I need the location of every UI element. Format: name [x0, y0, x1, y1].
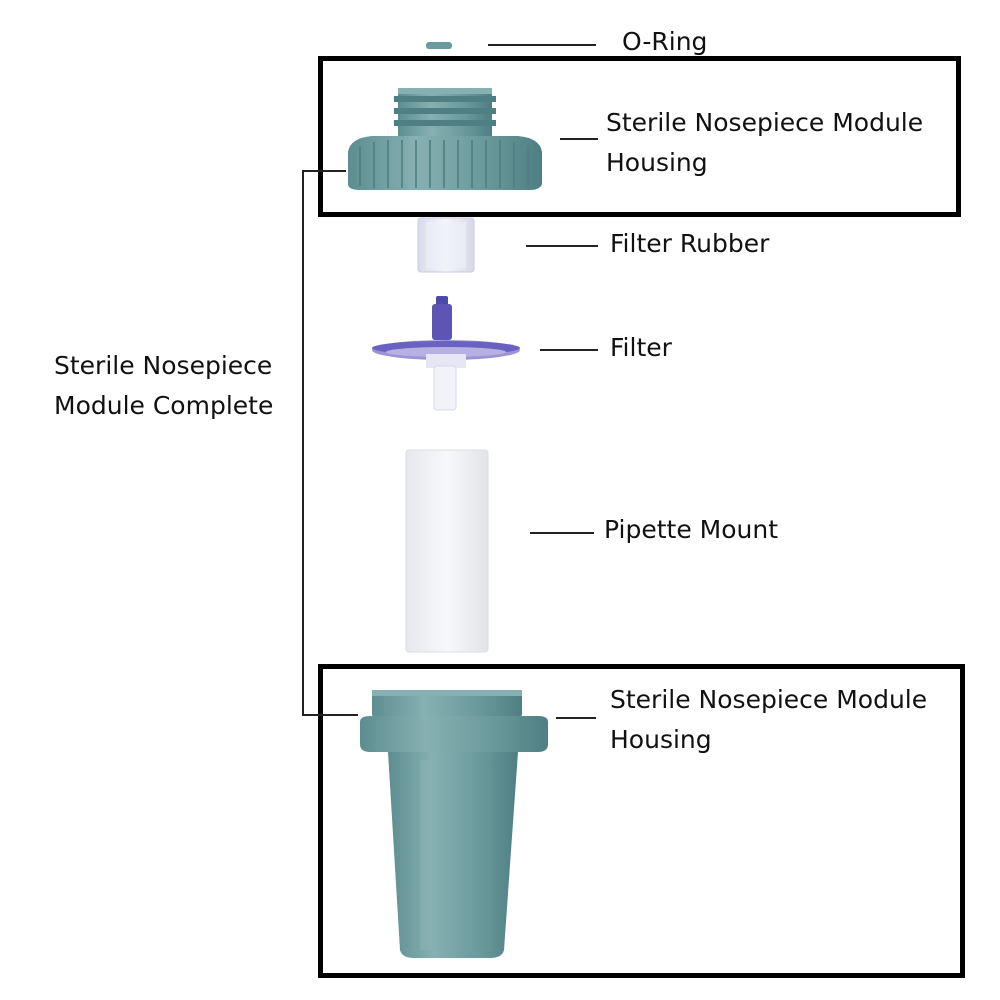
bottom-housing-label: Sterile Nosepiece Module Housing	[610, 680, 927, 760]
pipette-mount-leader	[530, 532, 594, 534]
complete-bracket-top	[302, 170, 346, 172]
bottom-housing-label-line2: Housing	[610, 725, 712, 754]
module-complete-label-line2: Module Complete	[54, 391, 274, 420]
o-ring-icon	[426, 42, 452, 49]
module-complete-label-line1: Sterile Nosepiece	[54, 351, 273, 380]
module-complete-label: Sterile Nosepiece Module Complete	[54, 346, 273, 426]
filter-leader	[540, 349, 598, 351]
filter-rubber-icon	[417, 217, 475, 273]
filter-rubber-leader	[526, 245, 598, 247]
filter-icon	[372, 296, 520, 411]
o-ring-label: O-Ring	[622, 27, 708, 56]
o-ring-leader	[488, 44, 596, 46]
top-housing-label-line1: Sterile Nosepiece Module	[606, 108, 924, 137]
filter-label: Filter	[610, 333, 672, 362]
pipette-mount-label: Pipette Mount	[604, 515, 779, 544]
top-housing-highlight-box	[318, 56, 961, 217]
bottom-housing-label-line1: Sterile Nosepiece Module	[610, 685, 928, 714]
bottom-housing-leader	[556, 717, 596, 719]
top-housing-label: Sterile Nosepiece Module Housing	[606, 103, 923, 183]
filter-rubber-label: Filter Rubber	[610, 229, 770, 258]
complete-bracket	[302, 170, 304, 716]
top-housing-leader	[560, 138, 598, 140]
bottom-housing-highlight-box	[318, 664, 965, 978]
complete-bracket-bottom	[302, 714, 358, 716]
bottom-housing-icon	[360, 690, 548, 958]
pipette-mount-icon	[405, 449, 489, 653]
top-housing-label-line2: Housing	[606, 148, 708, 177]
top-housing-icon	[348, 88, 542, 190]
